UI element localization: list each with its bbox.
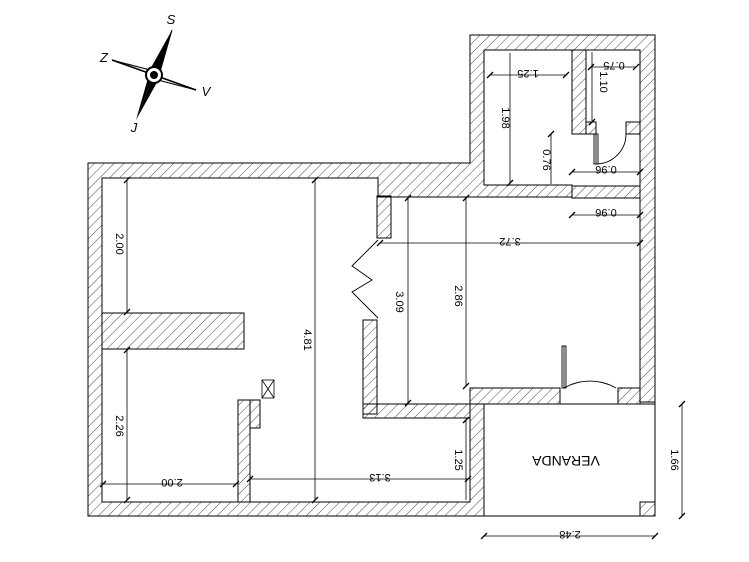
dim-label: 2.26 [113, 415, 125, 436]
dim-label: 1.10 [597, 71, 609, 92]
dim-label: 2.86 [452, 285, 464, 306]
doors [351, 133, 627, 389]
dim-label: 3.13 [369, 471, 390, 483]
dim-label: 2.48 [559, 528, 580, 540]
dim-label: 3.09 [393, 291, 405, 312]
room-label-veranda: VERANDA [531, 453, 599, 469]
dim-label: 0.96 [595, 163, 616, 175]
vent-icon [261, 379, 275, 399]
dim-label: 2.00 [161, 476, 182, 488]
compass-north-label: S [167, 12, 176, 27]
dim-label: 2.00 [113, 233, 125, 254]
walls [87, 34, 656, 517]
dimension-lines [99, 52, 686, 540]
compass-rose: S Z V J [99, 12, 212, 135]
dim-label: 0.76 [540, 149, 552, 170]
dim-label: 0.75 [603, 59, 624, 71]
dim-label: 1.25 [517, 67, 538, 79]
compass-south-label: J [130, 120, 138, 135]
dim-label: 1.66 [668, 449, 680, 470]
dim-label: 1.25 [452, 449, 464, 470]
dim-label: 4.81 [301, 329, 313, 350]
dim-label: 1.98 [499, 107, 511, 128]
dim-label: 3.72 [499, 235, 520, 247]
dimension-labels: 1.25 0.75 1.10 1.98 0.76 0.96 0.96 3.72 … [113, 59, 680, 540]
compass-west-label: Z [99, 50, 109, 65]
dim-label: 0.96 [595, 206, 616, 218]
compass-east-label: V [202, 84, 212, 99]
